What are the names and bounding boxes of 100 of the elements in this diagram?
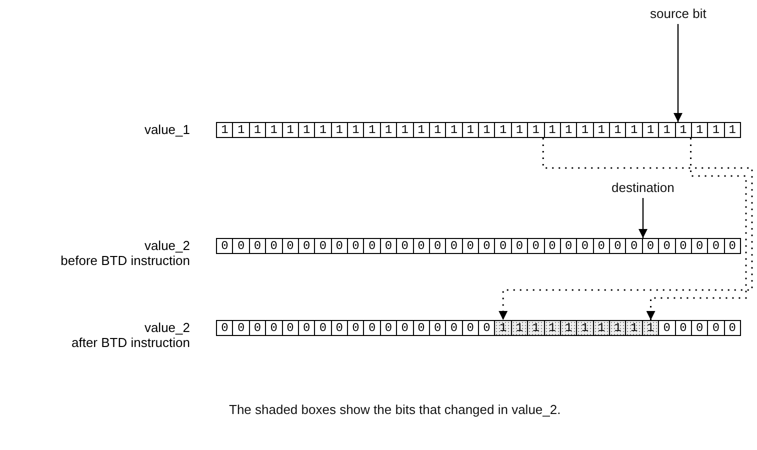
bit-cell: 0 (364, 239, 381, 253)
bit-cell: 0 (708, 239, 725, 253)
bit-cell: 0 (315, 321, 332, 335)
bit-cell: 1 (266, 123, 282, 137)
bit-cell: 1 (282, 123, 299, 137)
bit-cell: 0 (217, 321, 234, 335)
bit-cell: 1 (462, 123, 479, 137)
bit-cell: 0 (332, 321, 348, 335)
bit-register (216, 122, 741, 138)
shaded-bit-cell: 1 (577, 321, 594, 335)
bit-cell: 1 (332, 123, 348, 137)
bit-cell: 0 (626, 239, 643, 253)
bit-cell: 0 (479, 239, 496, 253)
bit-cell: 0 (544, 239, 561, 253)
bit-cell: 1 (217, 123, 234, 137)
bit-cell: 1 (528, 123, 544, 137)
bit-cell: 1 (676, 123, 692, 137)
bit-cell: 1 (577, 123, 594, 137)
bit-cell: 0 (315, 239, 332, 253)
bit-cell: 0 (397, 321, 414, 335)
bit-cell: 0 (462, 239, 479, 253)
bit-cell: 0 (332, 239, 348, 253)
row-label: after BTD instruction (72, 335, 190, 350)
bit-cell: 0 (676, 321, 692, 335)
shaded-bit-cell: 1 (512, 321, 528, 335)
shaded-bit-cell: 1 (626, 321, 643, 335)
bit-cell: 0 (217, 239, 234, 253)
bit-cell: 1 (610, 123, 626, 137)
row-label: before BTD instruction (60, 253, 190, 268)
bit-cell: 0 (233, 239, 250, 253)
row-label: value_2 (144, 320, 190, 335)
bit-cell: 1 (560, 123, 578, 137)
bit-cell: 1 (250, 123, 266, 137)
bit-cell: 0 (610, 239, 626, 253)
bit-cell: 0 (708, 321, 725, 335)
bit-cell: 0 (495, 239, 512, 253)
bit-cell: 0 (430, 239, 446, 253)
bit-cell: 0 (446, 239, 463, 253)
arrow (638, 198, 648, 238)
bit-cell: 1 (659, 123, 676, 137)
bit-cell: 0 (348, 321, 364, 335)
bit-cell: 0 (446, 321, 463, 335)
bit-cell: 0 (250, 239, 266, 253)
bit-cell: 0 (282, 239, 299, 253)
bit-cell-text: 0 (728, 321, 737, 335)
bit-cell: 0 (298, 321, 316, 335)
bit-cell: 1 (479, 123, 496, 137)
bit-cell: 1 (626, 123, 643, 137)
bit-cell: 0 (282, 321, 299, 335)
shaded-bit-cell: 1 (560, 321, 578, 335)
bit-cell: 0 (430, 321, 446, 335)
bit-cell: 0 (397, 239, 414, 253)
row-label: value_1 (144, 122, 190, 137)
bit-cell: 0 (642, 239, 660, 253)
bit-cell: 1 (430, 123, 446, 137)
bit-cell: 1 (544, 123, 561, 137)
bit-cell: 1 (298, 123, 316, 137)
bit-cell: 0 (250, 321, 266, 335)
bit-cell: 0 (380, 239, 398, 253)
bit-cell: 0 (414, 239, 430, 253)
bit-cell: 0 (659, 239, 676, 253)
bit-cell: 0 (692, 321, 708, 335)
shaded-bit-cell: 1 (610, 321, 626, 335)
bit-cell: 0 (577, 239, 594, 253)
pointer-label: source bit (650, 6, 706, 21)
bit-cell: 1 (414, 123, 430, 137)
bit-cell: 0 (364, 321, 381, 335)
shaded-bit-cell: 1 (528, 321, 544, 335)
bit-cell: 0 (512, 239, 528, 253)
bit-cell: 0 (692, 239, 708, 253)
shaded-bit-cell: 1 (642, 321, 660, 335)
shaded-bit-cell: 1 (495, 321, 512, 335)
bit-cell: 1 (594, 123, 610, 137)
dotted-arrow (646, 138, 747, 320)
bit-cell: 1 (380, 123, 398, 137)
bit-cell: 0 (594, 239, 610, 253)
bit-cell: 0 (676, 239, 692, 253)
bit-cell: 0 (380, 321, 398, 335)
arrow (674, 24, 682, 122)
bit-cell: 0 (414, 321, 430, 335)
dotted-arrow (498, 138, 753, 320)
bit-cell: 0 (233, 321, 250, 335)
bit-cell: 1 (692, 123, 708, 137)
shaded-bit-cell: 1 (544, 321, 561, 335)
bit-cell: 1 (348, 123, 364, 137)
bit-cell: 1 (446, 123, 463, 137)
pointer-label: destination (612, 180, 674, 195)
bit-cell: 1 (233, 123, 250, 137)
bit-cell-text: 0 (728, 239, 737, 253)
bit-cell: 0 (462, 321, 479, 335)
bit-cell: 1 (512, 123, 528, 137)
caption: The shaded boxes show the bits that changed in value_2. (229, 402, 561, 417)
bit-cell: 0 (348, 239, 364, 253)
bit-register (216, 320, 741, 336)
bit-cell-text: 1 (728, 123, 737, 137)
bit-cell: 0 (266, 239, 282, 253)
bit-cell: 1 (642, 123, 660, 137)
bit-cell: 1 (315, 123, 332, 137)
bit-cell: 0 (560, 239, 578, 253)
bit-cell: 0 (659, 321, 676, 335)
